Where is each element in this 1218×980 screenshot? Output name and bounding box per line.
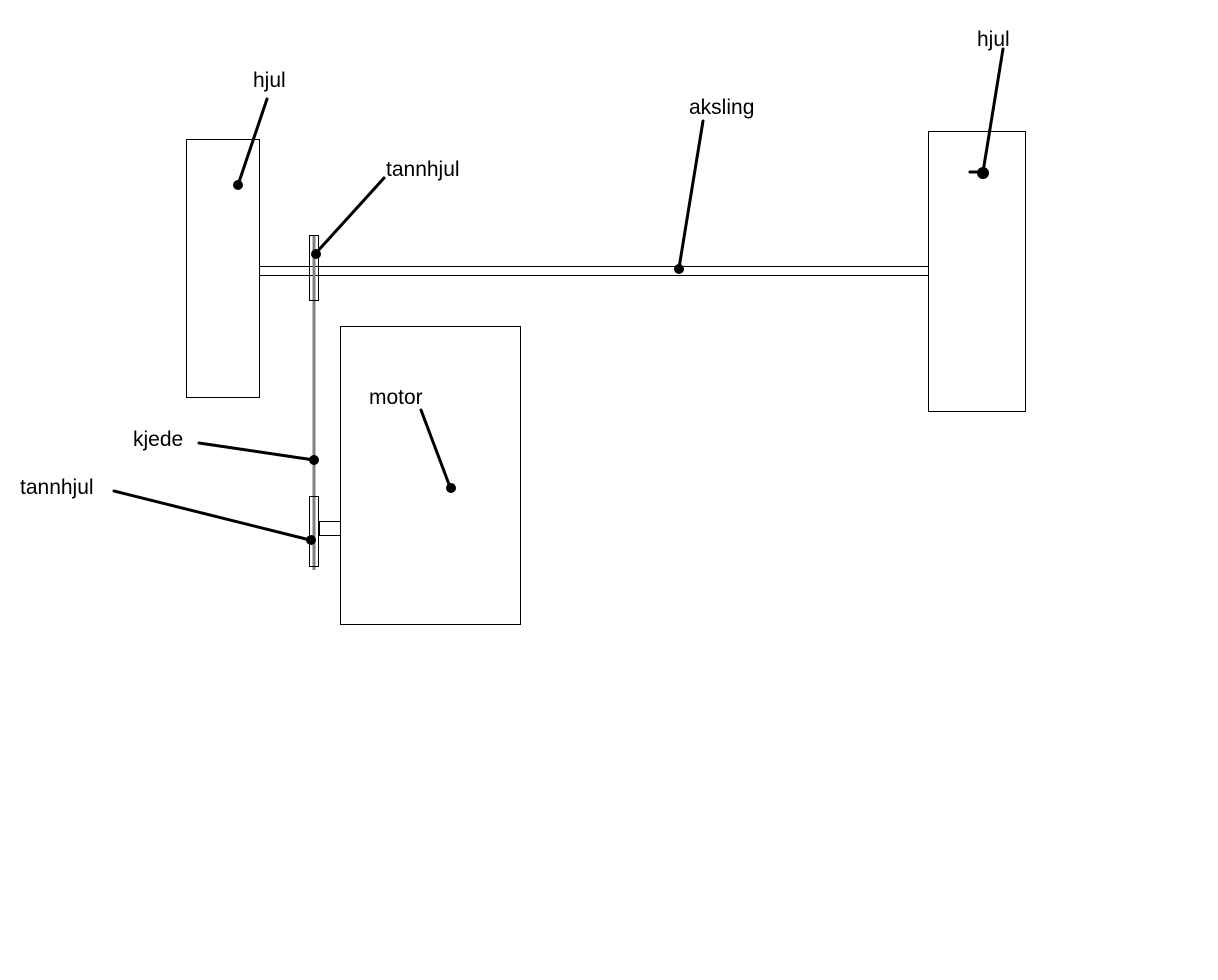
motor-shaft	[319, 521, 341, 536]
marker-wheel-left	[233, 180, 243, 190]
label-chain: kjede	[133, 428, 183, 451]
marker-wheel-right	[977, 167, 989, 179]
right-wheel	[928, 131, 1026, 412]
marker-sprocket-bottom	[306, 535, 316, 545]
marker-axle	[674, 264, 684, 274]
leader-line-wheel-right	[981, 47, 1005, 174]
label-motor: motor	[369, 386, 423, 409]
leader-line-sprocket-bottom	[112, 489, 312, 542]
axle	[259, 266, 929, 276]
label-sprocket-top: tannhjul	[386, 158, 460, 181]
label-sprocket-bottom: tannhjul	[20, 476, 94, 499]
left-wheel	[186, 139, 260, 398]
label-axle: aksling	[689, 96, 754, 119]
label-wheel-left: hjul	[253, 69, 286, 92]
leader-line-sprocket-top	[314, 176, 386, 255]
label-wheel-right: hjul	[977, 28, 1010, 51]
marker-motor	[446, 483, 456, 493]
leader-line-axle	[677, 119, 705, 270]
top-sprocket	[309, 235, 319, 301]
leader-line-motor	[419, 408, 452, 489]
leader-line-wheel-left	[236, 97, 269, 187]
marker-sprocket-top	[311, 249, 321, 259]
bottom-sprocket	[309, 496, 319, 567]
marker-chain	[309, 455, 319, 465]
motor-box	[340, 326, 521, 625]
leader-line-chain	[197, 441, 316, 462]
